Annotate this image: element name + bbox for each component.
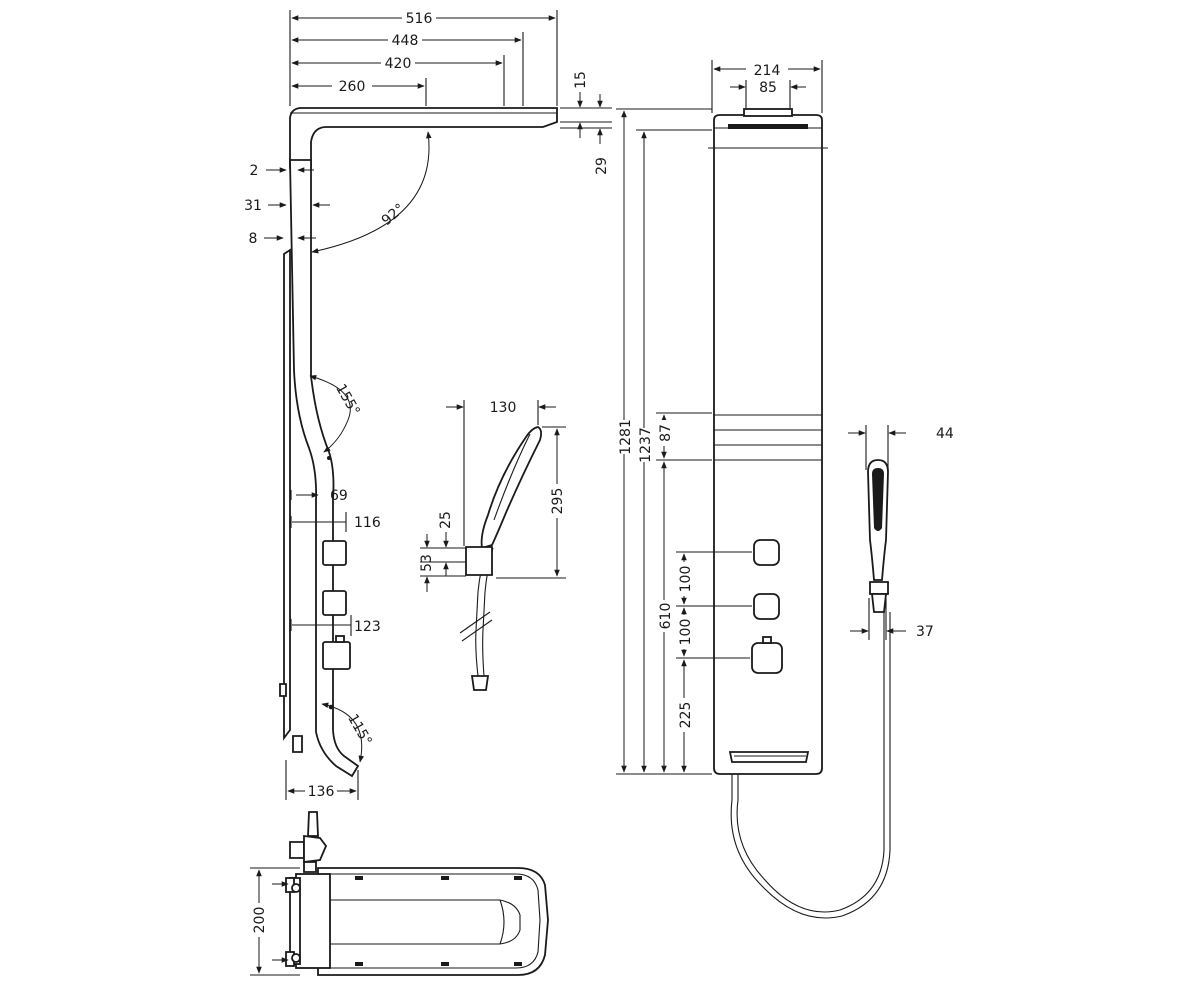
angle-115: 115° xyxy=(344,711,375,748)
front-knob-upper xyxy=(753,539,780,566)
dim-37: 37 xyxy=(916,624,934,640)
dim-200: 200 xyxy=(252,907,268,934)
bottom-spout xyxy=(728,751,810,763)
hand-shower-holder xyxy=(465,546,493,576)
vertical-tube xyxy=(289,159,360,778)
dim-69: 69 xyxy=(330,488,348,504)
dim-1281: 1281 xyxy=(618,419,634,455)
overhead-arm xyxy=(289,107,558,169)
dim-100-lower: 100 xyxy=(678,619,694,646)
overhead-nozzle-strip xyxy=(728,124,808,129)
plan-view: 200 xyxy=(250,811,549,976)
side-view: 516 448 420 260 15 29 2 31 8 92° 155° 11… xyxy=(244,8,612,800)
dim-15: 15 xyxy=(573,71,589,89)
dim-8: 8 xyxy=(249,231,258,247)
wall-plate xyxy=(283,248,291,741)
dim-420: 420 xyxy=(385,56,412,72)
dim-53: 53 xyxy=(419,554,435,572)
dim-29: 29 xyxy=(594,157,610,175)
dim-25: 25 xyxy=(438,511,454,529)
angle-155: 155° xyxy=(332,381,363,418)
dim-130: 130 xyxy=(490,400,517,416)
angle-92: 92° xyxy=(379,201,408,229)
dim-225: 225 xyxy=(678,702,694,729)
front-knob-lower xyxy=(751,642,783,674)
side-knob-middle xyxy=(322,590,347,616)
plan-body xyxy=(317,867,549,976)
hose xyxy=(736,612,885,913)
dim-516: 516 xyxy=(406,11,433,27)
hand-shower-head xyxy=(480,426,543,550)
side-knob-upper xyxy=(322,540,347,566)
dim-448: 448 xyxy=(392,33,419,49)
dim-44: 44 xyxy=(936,426,954,442)
dim-31: 31 xyxy=(244,198,262,214)
dim-85: 85 xyxy=(759,80,777,96)
plan-inner-recess xyxy=(330,899,521,945)
dim-116: 116 xyxy=(354,515,381,531)
side-knob-lower xyxy=(322,641,351,670)
dim-100-upper: 100 xyxy=(678,566,694,593)
dim-1237: 1237 xyxy=(638,427,654,463)
dim-610: 610 xyxy=(658,603,674,630)
dim-295: 295 xyxy=(550,488,566,515)
hand-shower-side-view: 130 295 25 53 xyxy=(419,400,567,691)
dim-214: 214 xyxy=(754,63,781,79)
dim-123: 123 xyxy=(354,619,381,635)
dim-2: 2 xyxy=(250,163,259,179)
dim-87: 87 xyxy=(658,424,674,442)
front-knob-middle xyxy=(753,593,780,620)
dim-136: 136 xyxy=(308,784,335,800)
dim-260: 260 xyxy=(339,79,366,95)
front-view: 214 85 1281 1237 87 610 100 xyxy=(615,60,954,919)
top-nozzle xyxy=(743,108,793,117)
